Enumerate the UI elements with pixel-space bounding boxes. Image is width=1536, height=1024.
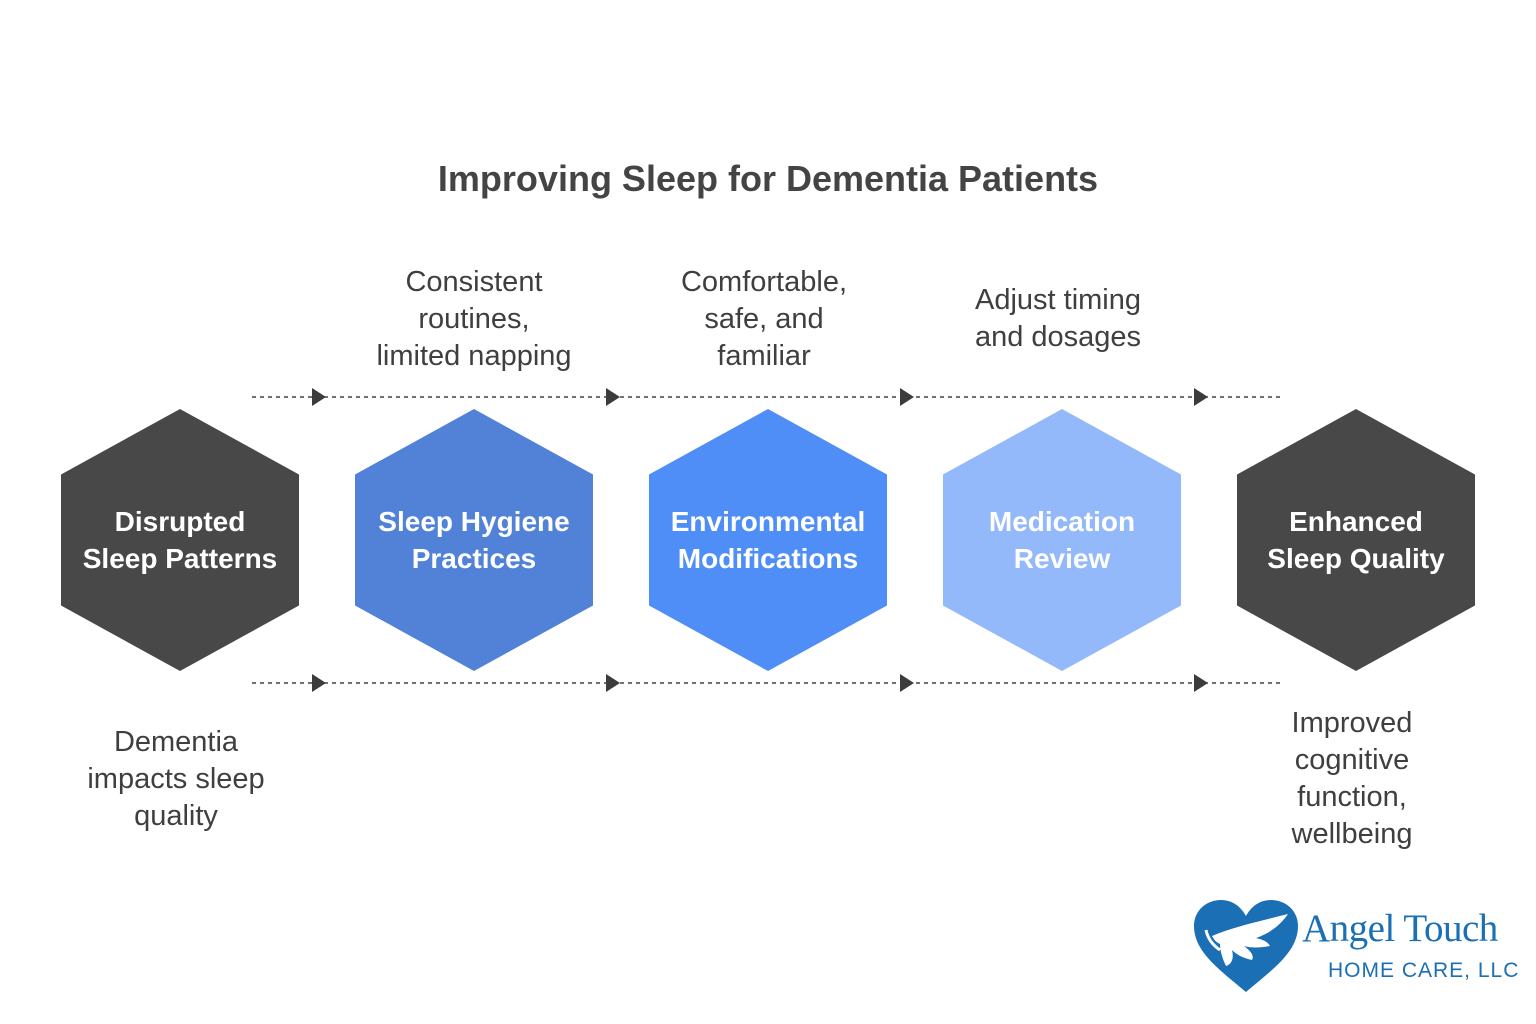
- arrow-head: [1194, 674, 1208, 692]
- brand-subtitle: HOME CARE, LLC: [1328, 959, 1520, 982]
- diagram-title: Improving Sleep for Dementia Patients: [437, 158, 1099, 199]
- note-medication: Adjust timing and dosages: [974, 284, 1142, 353]
- hex-label: Sleep Hygiene Practices: [378, 506, 570, 574]
- hex-label: Enhanced Sleep Quality: [1267, 506, 1445, 574]
- arrow-head: [606, 388, 620, 406]
- hex-label: Disrupted Sleep Patterns: [82, 506, 278, 574]
- hex-environmental: Environmental Modifications: [649, 409, 887, 671]
- brand-name: Angel Touch: [1302, 907, 1498, 950]
- arrow-head: [900, 388, 914, 406]
- note-environmental: Comfortable, safe, and familiar: [680, 266, 847, 372]
- note-sleep-hygiene: Consistent routines, limited napping: [376, 266, 572, 372]
- arrow-head: [606, 674, 620, 692]
- arrow-head: [312, 674, 326, 692]
- note-enhanced-sleep: Improved cognitive function, wellbeing: [1291, 707, 1413, 850]
- heart-wing-icon: [1194, 900, 1298, 992]
- hex-label: Medication Review: [988, 506, 1136, 574]
- arrow-head: [900, 674, 914, 692]
- arrow-head: [312, 388, 326, 406]
- note-disrupted-sleep: Dementia impacts sleep quality: [87, 726, 265, 832]
- arrow-head: [1194, 388, 1208, 406]
- hex-label: Environmental Modifications: [670, 506, 866, 574]
